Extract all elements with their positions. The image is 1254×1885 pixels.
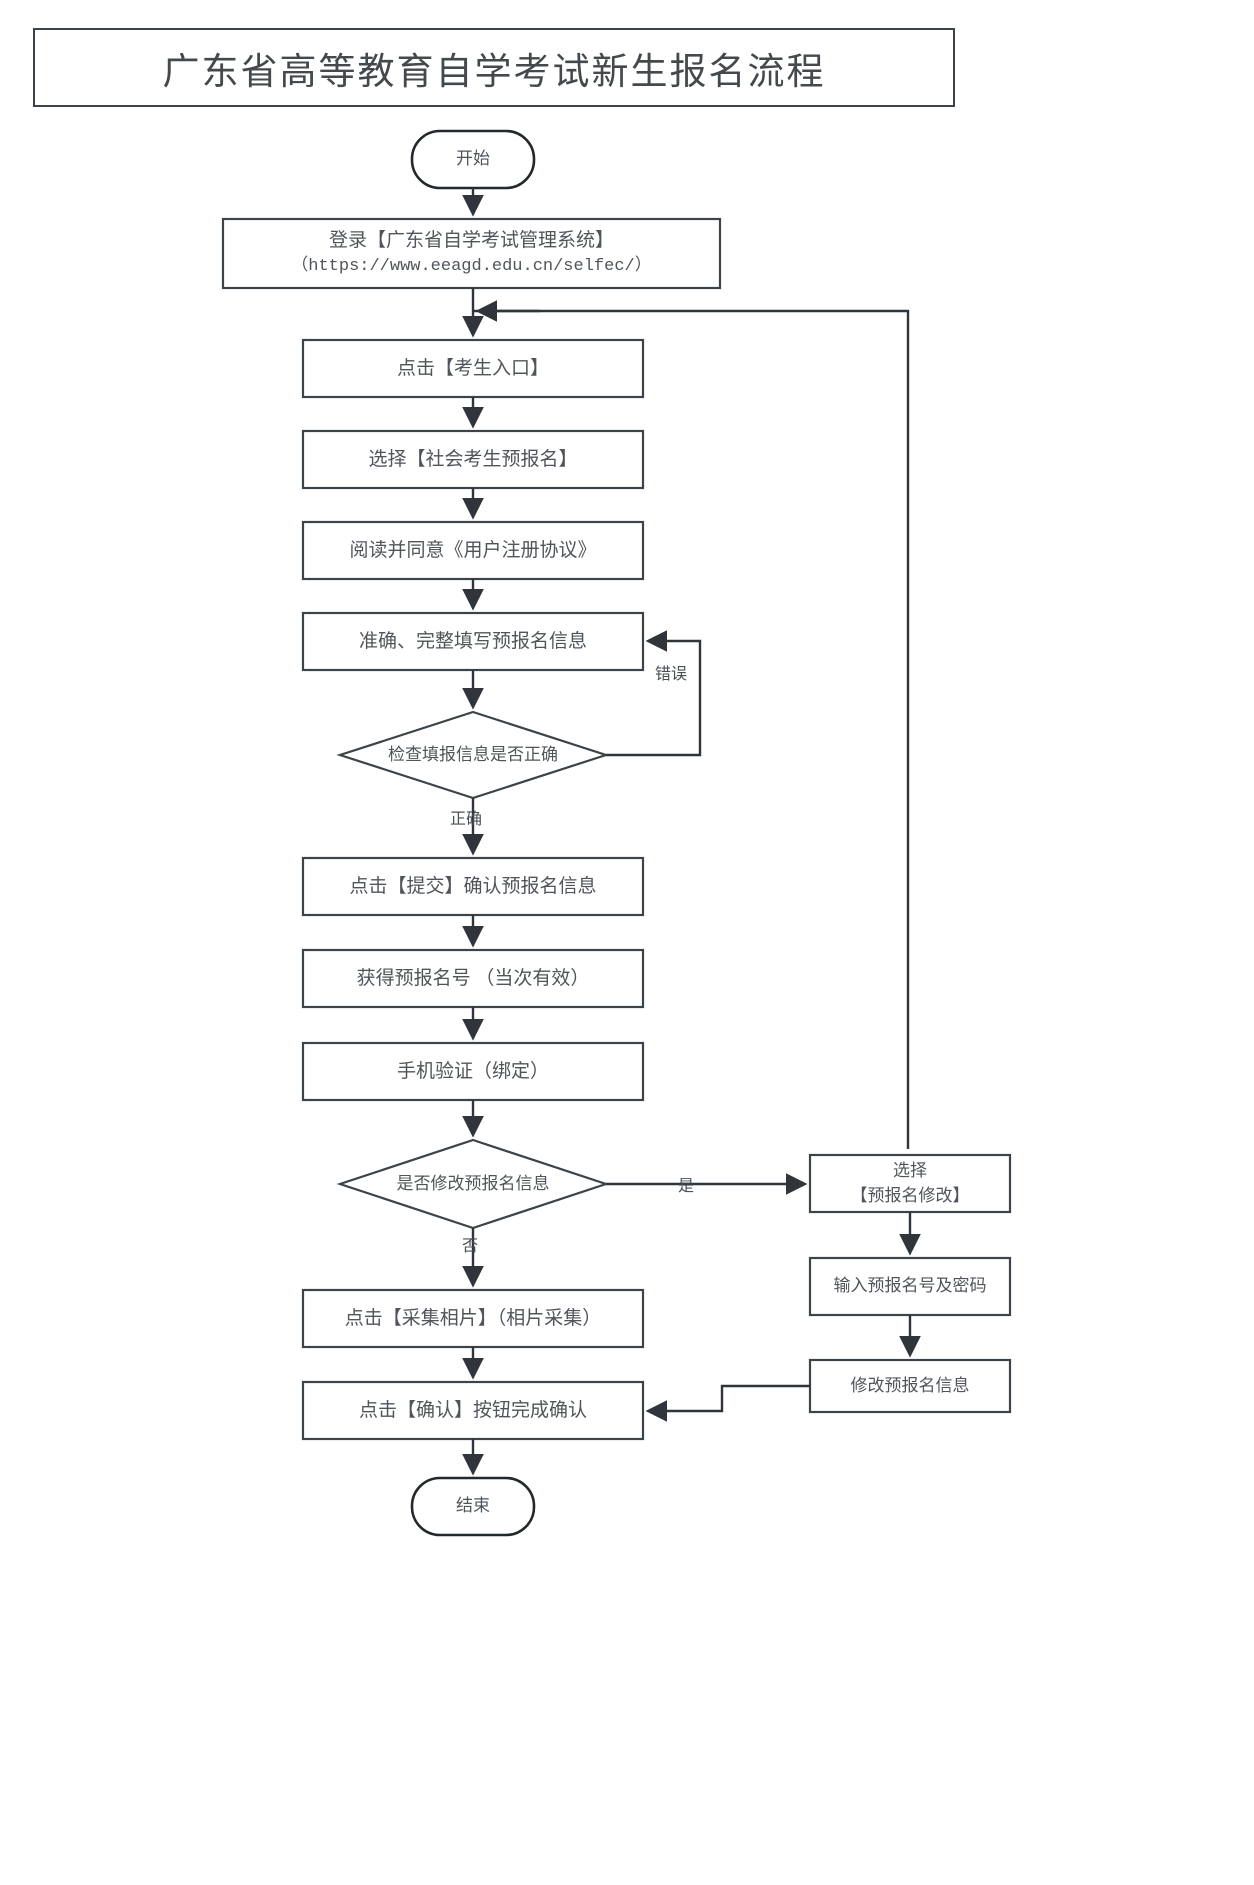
node-check-info-decision[interactable]: 检查填报信息是否正确 [340, 728, 606, 782]
node-check-info-decision-label: 检查填报信息是否正确 [388, 744, 558, 764]
node-select-pre-registration-label: 选择【社会考生预报名】 [368, 448, 578, 470]
node-fill-info-label: 准确、完整填写预报名信息 [358, 630, 587, 652]
node-submit-label: 点击【提交】确认预报名信息 [349, 875, 597, 897]
page-title: 广东省高等教育自学考试新生报名流程 [162, 51, 826, 93]
node-candidate-entry-label: 点击【考生入口】 [396, 357, 549, 379]
node-choose-modify-label: 选择 【预报名修改】 [850, 1160, 970, 1205]
node-end-label: 结束 [456, 1496, 490, 1516]
node-select-pre-registration[interactable]: 选择【社会考生预报名】 [303, 431, 643, 488]
node-input-credentials-label: 输入预报名号及密码 [833, 1276, 987, 1296]
node-choose-modify[interactable]: 选择 【预报名修改】 [810, 1155, 1010, 1212]
node-login[interactable]: 登录【广东省自学考试管理系统】 （https://www.eeagd.edu.c… [223, 219, 720, 288]
node-submit[interactable]: 点击【提交】确认预报名信息 [303, 858, 643, 915]
edge-label-no: 否 [462, 1238, 479, 1255]
node-photo-capture-label: 点击【采集相片】（相片采集） [344, 1307, 602, 1329]
node-end[interactable]: 结束 [412, 1478, 534, 1535]
node-start-label: 开始 [456, 149, 490, 169]
node-photo-capture[interactable]: 点击【采集相片】（相片采集） [303, 1290, 643, 1347]
node-modify-decision[interactable]: 是否修改预报名信息 [340, 1157, 606, 1211]
node-confirm-label: 点击【确认】按钮完成确认 [358, 1399, 587, 1421]
edge-label-yes: 是 [678, 1178, 695, 1195]
node-phone-verification-label: 手机验证（绑定） [396, 1060, 549, 1082]
node-modify-decision-label: 是否修改预报名信息 [396, 1173, 550, 1193]
node-get-registration-number[interactable]: 获得预报名号 （当次有效） [303, 950, 643, 1007]
node-fill-info[interactable]: 准确、完整填写预报名信息 [303, 613, 643, 670]
node-phone-verification[interactable]: 手机验证（绑定） [303, 1043, 643, 1100]
node-candidate-entry[interactable]: 点击【考生入口】 [303, 340, 643, 397]
node-do-modify[interactable]: 修改预报名信息 [810, 1360, 1010, 1412]
node-login-url: （https://www.eeagd.edu.cn/selfec/） [291, 256, 652, 276]
node-confirm[interactable]: 点击【确认】按钮完成确认 [303, 1382, 643, 1439]
node-input-credentials[interactable]: 输入预报名号及密码 [810, 1258, 1010, 1315]
node-read-agreement[interactable]: 阅读并同意《用户注册协议》 [303, 522, 643, 579]
node-login-label: 登录【广东省自学考试管理系统】 [328, 230, 614, 252]
node-get-registration-number-label: 获得预报名号 （当次有效） [356, 967, 590, 989]
chart-title-banner: 广东省高等教育自学考试新生报名流程 [33, 28, 955, 107]
node-do-modify-label: 修改预报名信息 [850, 1375, 970, 1395]
edge-label-error: 错误 [655, 666, 688, 683]
edge-label-correct: 正确 [450, 811, 483, 828]
node-read-agreement-label: 阅读并同意《用户注册协议》 [349, 539, 597, 561]
node-start[interactable]: 开始 [412, 131, 534, 188]
